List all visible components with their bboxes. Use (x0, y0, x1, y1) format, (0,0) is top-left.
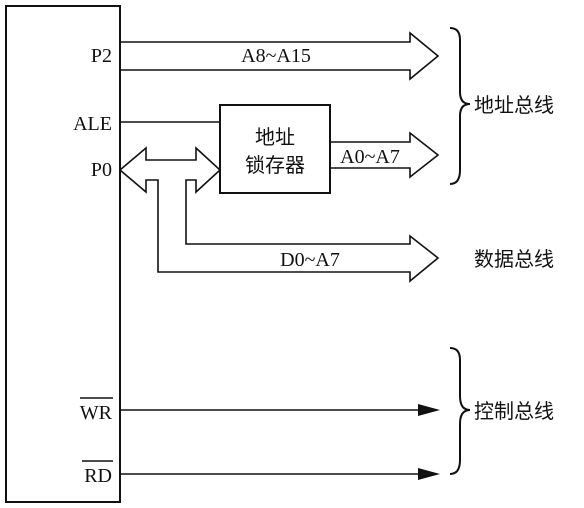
latch-label-line2: 锁存器 (245, 153, 305, 177)
address-bus-group-label: 地址总线 (474, 93, 554, 117)
low-address-bus-label: A0~A7 (340, 146, 400, 168)
address-bus-brace (449, 27, 471, 185)
pin-p0-label: P0 (91, 159, 112, 181)
wr-arrowhead (418, 404, 440, 416)
high-address-bus-label: A8~A15 (241, 45, 311, 67)
address-latch-box (219, 104, 331, 194)
pin-p2-label: P2 (91, 45, 112, 67)
data-bus-group-label: 数据总线 (474, 247, 554, 271)
low-address-bus-arrow (330, 131, 440, 179)
rd-arrowhead (418, 468, 440, 480)
high-address-bus-arrow (120, 31, 440, 81)
control-bus-brace (449, 347, 471, 475)
pin-rd-label: RD (84, 465, 112, 487)
p0-multiplexed-bus (118, 146, 440, 283)
control-bus-group-label: 控制总线 (474, 399, 554, 423)
pin-ale-label: ALE (73, 113, 112, 135)
data-bus-line-label: D0~A7 (280, 249, 340, 271)
mcu-chip-body (5, 5, 121, 503)
latch-label-line1: 地址 (255, 125, 295, 149)
pin-wr-label: WR (80, 402, 113, 424)
